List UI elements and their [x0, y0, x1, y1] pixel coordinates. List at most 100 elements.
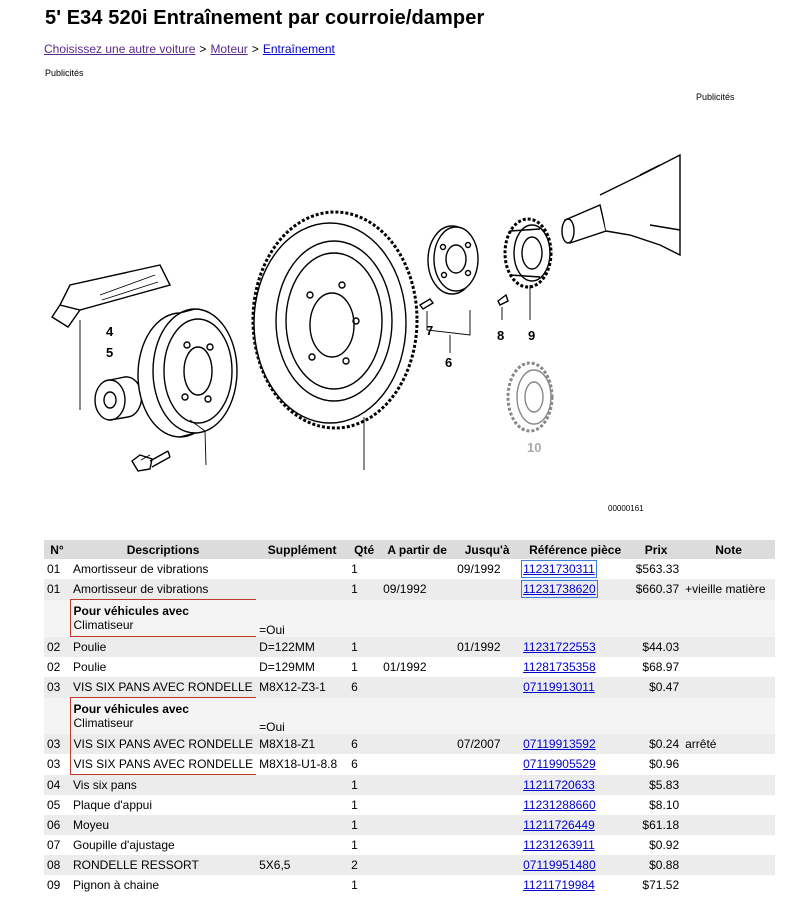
diagram-label-9: 9 — [528, 328, 535, 343]
hub-part-6 — [427, 225, 479, 295]
table-row: 03 VIS SIX PANS AVEC RONDELLE M8X18-U1-8… — [44, 754, 775, 775]
cell-supplement: M8X18-Z1 — [256, 734, 349, 754]
cell-description: Poulie — [70, 636, 257, 657]
part-reference-link[interactable]: 07119913011 — [523, 680, 595, 695]
cell-supplement: M8X18-U1-8.8 — [259, 757, 338, 772]
cell-qty: 2 — [348, 855, 381, 875]
cell-reference: 11281735358 — [520, 657, 630, 677]
part-reference-link[interactable]: 11231730311 — [521, 560, 597, 578]
part-reference-link[interactable]: 07119951480 — [523, 858, 596, 872]
cell-price: $61.18 — [630, 815, 683, 835]
cell-description: Poulie — [73, 660, 107, 674]
cell-qty: 1 — [348, 579, 381, 600]
cell-description: VIS SIX PANS AVEC RONDELLE — [70, 677, 257, 698]
part-reference-link[interactable]: 11281735358 — [523, 660, 596, 674]
diagram-label-4: 4 — [106, 324, 114, 339]
cell-price: $0.47 — [630, 677, 683, 698]
cell-reference: 07119951480 — [520, 855, 631, 875]
cell-price: $44.03 — [630, 636, 683, 657]
cell-number: 07 — [47, 838, 61, 852]
cell-description: Amortisseur de vibrations — [70, 579, 257, 600]
bushing-part-5 — [94, 376, 143, 421]
cell-note — [682, 774, 775, 795]
cell-to: 09/1992 — [457, 562, 501, 576]
pulley-part-2 — [137, 308, 238, 438]
part-reference-link[interactable]: 11211726449 — [523, 818, 595, 832]
condition-note: Pour véhicules avec Climatiseur — [69, 599, 257, 637]
col-header-number: N° — [44, 540, 70, 559]
cell-supplement: M8X12-Z3-1 — [256, 677, 349, 698]
cell-supplement — [256, 774, 349, 795]
cell-qty: 1 — [351, 562, 358, 576]
damper-part-1 — [251, 210, 419, 430]
condition-note: Pour véhicules avec Climatiseur — [69, 697, 257, 734]
col-header-price: Prix — [630, 540, 683, 559]
part-reference-link[interactable]: 07119913592 — [523, 737, 596, 751]
col-header-note: Note — [682, 540, 775, 559]
cell-note: arrêté — [682, 734, 775, 754]
cell-qty: 6 — [351, 757, 358, 772]
cell-supplement — [256, 875, 348, 895]
part-reference-link[interactable]: 07119905529 — [523, 757, 596, 772]
cell-qty: 1 — [348, 636, 381, 657]
part-reference-link[interactable]: 11211720633 — [523, 777, 595, 792]
part-reference-link[interactable]: 11231738620 — [521, 580, 598, 599]
cell-number: 02 — [44, 636, 70, 657]
cell-from — [380, 875, 454, 895]
table-row: 06 Moyeu 1 11211726449 $61.18 — [44, 815, 775, 835]
breadcrumb-engine[interactable]: Moteur — [210, 42, 248, 56]
page-title: 5' E34 520i Entraînement par courroie/da… — [45, 7, 485, 29]
part-reference-link[interactable]: 11231263911 — [523, 838, 595, 852]
cell-price: $71.52 — [642, 878, 680, 892]
cell-price: $0.92 — [649, 838, 680, 852]
condition-item: Climatiseur — [73, 618, 134, 632]
cell-from — [380, 835, 454, 855]
cell-from — [380, 855, 455, 875]
cell-note: +vieille matière — [682, 579, 775, 600]
sprocket-part-10 — [506, 361, 554, 433]
condition-title: Pour véhicules avec — [73, 702, 189, 716]
bolt-part-4 — [51, 264, 172, 328]
cell-to: 07/2007 — [454, 734, 521, 754]
col-header-from: A partir de — [380, 540, 455, 559]
breadcrumb-change-car[interactable]: Choisissez une autre voiture — [44, 42, 196, 56]
cell-to — [454, 754, 520, 775]
cell-reference: 11211726449 — [520, 815, 631, 835]
cell-supplement: D=129MM — [259, 660, 315, 674]
cell-description: Goupille d'ajustage — [73, 838, 175, 852]
cell-number: 04 — [44, 774, 70, 795]
cell-from: 09/1992 — [380, 579, 455, 600]
cell-description: VIS SIX PANS AVEC RONDELLE — [69, 734, 257, 754]
cell-supplement: D=122MM — [256, 636, 349, 657]
table-row: 08 RONDELLE RESSORT 5X6,5 2 07119951480 … — [44, 855, 775, 875]
cell-price: $660.37 — [630, 579, 683, 600]
cell-reference: 07119905529 — [520, 754, 630, 775]
cell-qty: 6 — [348, 734, 381, 754]
breadcrumb-drive[interactable]: Entraînement — [262, 42, 335, 56]
cell-reference: 11231722553 — [520, 636, 631, 657]
parts-diagram: 1 2 3 4 5 6 7 8 9 10 — [51, 153, 681, 475]
cell-reference: 11231738620 — [520, 579, 631, 600]
part-reference-link[interactable]: 11211719984 — [523, 878, 595, 892]
table-row: 03 VIS SIX PANS AVEC RONDELLE M8X12-Z3-1… — [44, 677, 775, 698]
cell-qty: 1 — [351, 878, 358, 892]
cell-to — [454, 579, 521, 600]
diagram-label-3: 3 — [152, 473, 159, 475]
cell-number: 03 — [47, 757, 61, 772]
cell-to — [454, 677, 521, 698]
cell-to — [454, 835, 520, 855]
cell-supplement — [256, 835, 348, 855]
cell-to — [454, 855, 521, 875]
table-row: 02 Poulie D=122MM 1 01/1992 11231722553 … — [44, 636, 775, 657]
breadcrumb-separator: > — [251, 42, 259, 56]
cell-to — [454, 815, 521, 835]
cell-price: $0.96 — [649, 757, 680, 772]
part-reference-link[interactable]: 11231288660 — [523, 798, 596, 812]
cell-price: $68.97 — [642, 660, 680, 674]
part-reference-link[interactable]: 11231722553 — [523, 639, 596, 654]
cell-from — [380, 734, 455, 754]
cell-description: VIS SIX PANS AVEC RONDELLE — [69, 754, 257, 775]
cell-note — [682, 855, 775, 875]
cell-to — [454, 774, 521, 795]
table-row: 01 Amortisseur de vibrations 1 09/1992 1… — [44, 559, 775, 579]
